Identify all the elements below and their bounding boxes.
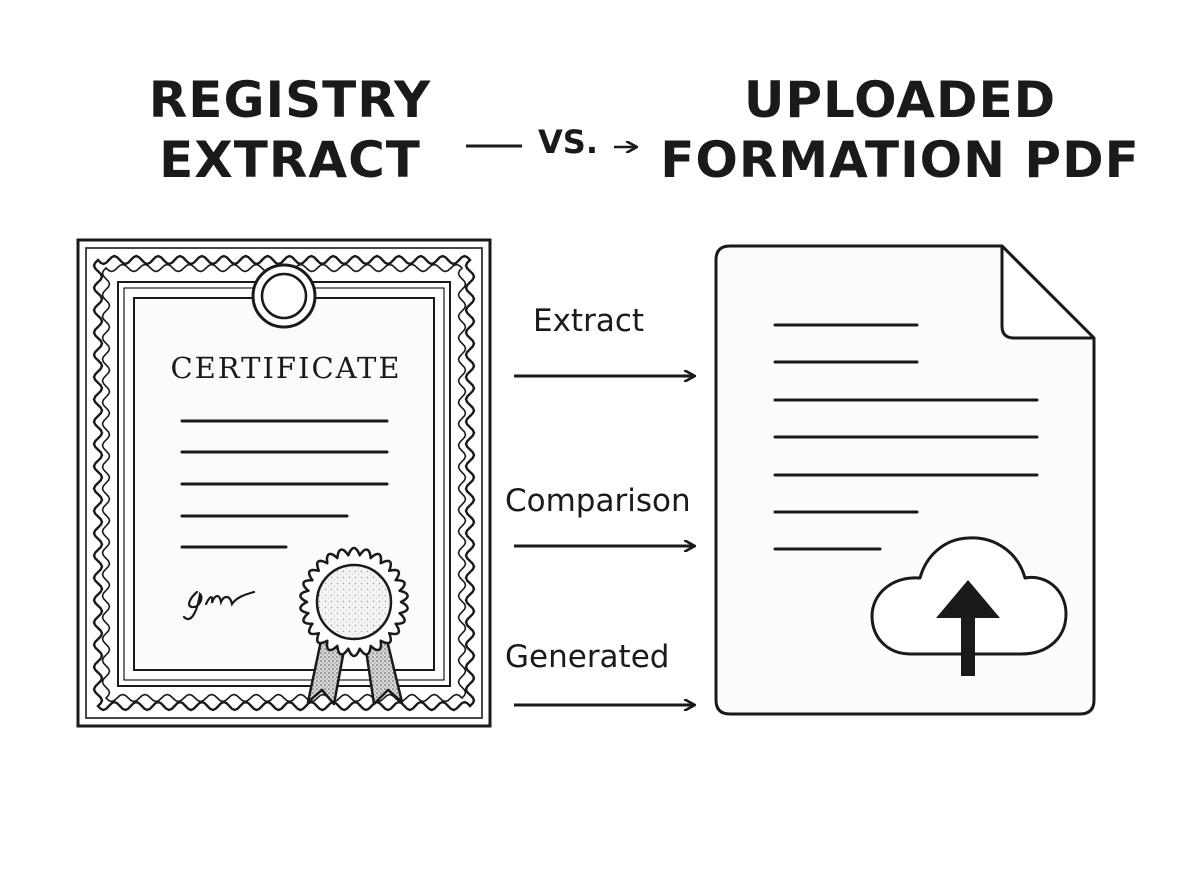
registry-extract-heading: REGISTRY EXTRACT [120, 70, 460, 190]
signature-scribble [182, 590, 256, 620]
certificate-text-lines [180, 419, 389, 549]
vs-separator: VS. [538, 123, 598, 161]
ornamental-wave [92, 254, 476, 712]
certificate-ring-icon [251, 263, 317, 329]
cloud-upload-icon [870, 536, 1068, 676]
flow-label-generated: Generated [505, 639, 670, 675]
flow-label-comparison: Comparison [505, 483, 691, 519]
seal-ribbon-icon [299, 546, 409, 706]
heading-line: REGISTRY [148, 71, 432, 129]
ornamental-border [92, 254, 476, 712]
pdf-text-lines [773, 323, 1039, 551]
ornamental-wave [101, 263, 467, 703]
uploaded-pdf-heading: UPLOADED FORMATION PDF [640, 70, 1160, 190]
certificate-title: CERTIFICATE [170, 351, 401, 385]
folded-corner-icon [1000, 244, 1096, 340]
heading-line: FORMATION PDF [660, 131, 1140, 189]
heading-line: EXTRACT [159, 131, 421, 189]
heading-line: UPLOADED [743, 71, 1057, 129]
flow-label-extract: Extract [533, 303, 645, 339]
